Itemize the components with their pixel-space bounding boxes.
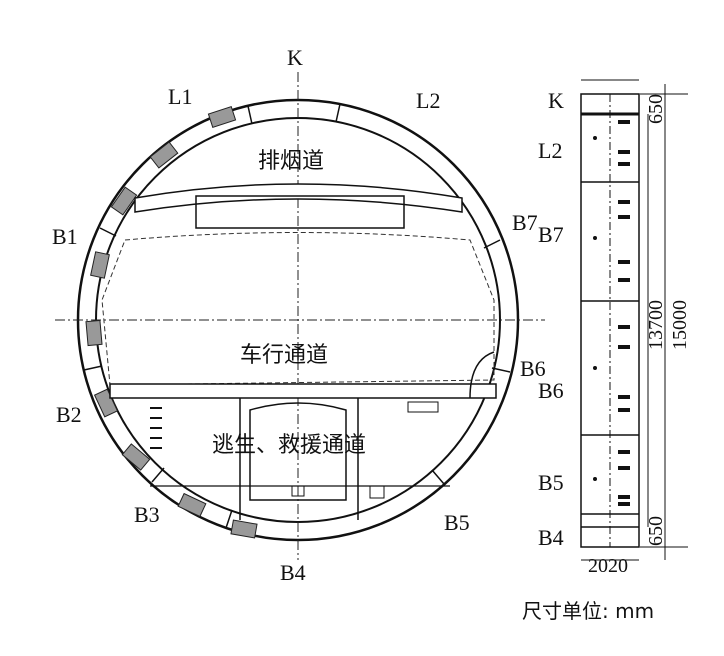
dim-15000: 15000: [669, 300, 691, 350]
segment-strip: [580, 79, 688, 561]
bolt-marks: [593, 120, 630, 506]
segment-blocks: [85, 106, 258, 539]
label-B1: B1: [52, 224, 78, 249]
smoke-duct-slab: [134, 183, 463, 213]
strip-label-B5: B5: [538, 470, 564, 495]
strip-label-B4: B4: [538, 525, 564, 550]
label-B3: B3: [134, 502, 160, 527]
label-B4: B4: [280, 560, 306, 585]
label-B7: B7: [512, 210, 538, 235]
cable-bracket: [150, 407, 162, 449]
traffic-clearance: [101, 232, 495, 386]
unit-note: 尺寸单位: mm: [522, 599, 654, 623]
escape-passage-structure: [239, 398, 359, 520]
zone-escape-passage: 逃生、救援通道: [212, 433, 366, 458]
dim-bottom-650: 650: [645, 516, 667, 546]
label-L1: L1: [168, 84, 192, 109]
dim-top-650: 650: [645, 94, 667, 124]
label-B5: B5: [444, 510, 470, 535]
label-K: K: [287, 45, 303, 70]
label-B2: B2: [56, 402, 82, 427]
label-L2: L2: [416, 88, 440, 113]
strip-label-K: K: [548, 88, 564, 113]
zone-traffic-lane: 车行通道: [240, 343, 328, 368]
dim-2020: 2020: [588, 555, 628, 577]
road-slab: [109, 383, 497, 399]
strip-label-B6: B6: [538, 378, 564, 403]
dim-13700: 13700: [645, 300, 667, 350]
zone-smoke-duct: 排烟道: [258, 149, 324, 174]
strip-label-B7: B7: [538, 222, 564, 247]
segment-joints: [83, 103, 511, 529]
strip-label-L2: L2: [538, 138, 562, 163]
fan-box: [195, 195, 405, 229]
label-B6: B6: [520, 356, 546, 381]
